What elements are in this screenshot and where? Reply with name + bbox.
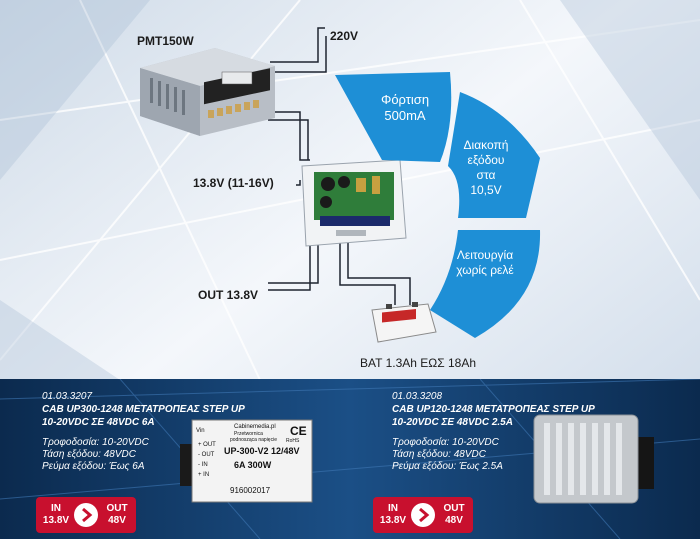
badge-in-value: 13.8V: [42, 515, 70, 526]
product-specs: Τροφοδοσία: 10-20VDC Τάση εξόδου: 48VDC …: [42, 437, 149, 473]
product-title-line: 10-20VDC ΣΕ 48VDC 2.5A: [392, 417, 513, 428]
device-sub2: podnosząca napięcie: [230, 437, 277, 443]
badge-in-label: IN: [388, 503, 398, 514]
feature-line: Διακοπή: [463, 138, 509, 152]
product-title-line: CAB UP300-1248 ΜΕΤΑΤΡΟΠΕΑΣ STEP UP: [42, 404, 245, 415]
device-brand: Cabinemedia.pl: [234, 424, 276, 430]
psu-device: [140, 48, 275, 136]
feature-label-cutoff: Διακοπή εξόδου στα 10,5V: [446, 138, 526, 198]
device-rating: 6A 300W: [234, 460, 272, 470]
input-voltage-label: 13.8V (11-16V): [193, 176, 274, 190]
arrow-right-icon: [82, 507, 93, 523]
battery-device: [371, 302, 437, 343]
pin-label: - OUT: [198, 452, 215, 458]
device-rohs: RoHS: [286, 438, 300, 444]
badge-in-value: 13.8V: [379, 515, 407, 526]
feature-line: 500mA: [384, 108, 426, 124]
badge-out-label: OUT: [443, 503, 465, 514]
in-out-badge: IN 13.8V OUT 48V: [36, 491, 136, 533]
device-vin: Vin: [196, 428, 205, 434]
product-title-line: CAB UP120-1248 ΜΕΤΑΤΡΟΠΕΑΣ STEP UP: [392, 404, 595, 415]
badge-in-label: IN: [51, 503, 61, 514]
badge-in: IN 13.8V: [38, 503, 74, 527]
in-out-badge: IN 13.8V OUT 48V: [373, 491, 473, 533]
device-ce-mark: CE: [290, 424, 307, 438]
product-panel: 01.03.3207 CAB UP300-1248 ΜΕΤΑΤΡΟΠΕΑΣ ST…: [0, 379, 700, 539]
badge-out: OUT 48V: [100, 503, 134, 527]
device-sub1: Przetwornica: [234, 431, 263, 437]
feature-line: Φόρτιση: [380, 92, 430, 107]
product-specs: Τροφοδοσία: 10-20VDC Τάση εξόδου: 48VDC …: [392, 437, 503, 473]
battery-label: BAT 1.3Ah ΕΩΣ 18Ah: [360, 356, 477, 370]
psu-name-label: PMT150W: [137, 34, 194, 48]
feature-line: χωρίς ρελέ: [456, 263, 514, 277]
feature-line: στα: [476, 168, 496, 182]
pin-label: + IN: [198, 472, 210, 478]
feature-line: εξόδου: [467, 153, 505, 167]
feature-arc: [335, 72, 541, 338]
spec-line: Ρεύμα εξόδου: Έως 6A: [42, 461, 145, 472]
spec-line: Τάση εξόδου: 48VDC: [42, 449, 136, 460]
badge-shape: [36, 497, 136, 533]
badge-out: OUT 48V: [437, 503, 471, 527]
feature-label-charging: Φόρτιση 500mA: [355, 92, 455, 125]
mains-label: 220V: [330, 29, 359, 43]
output-label: OUT 13.8V: [198, 288, 259, 302]
product-title-line: 10-20VDC ΣΕ 48VDC 6A: [42, 417, 155, 428]
arrow-right-icon: [419, 507, 430, 523]
product-title: CAB UP300-1248 ΜΕΤΑΤΡΟΠΕΑΣ STEP UP 10-20…: [42, 403, 245, 429]
feature-line: 10,5V: [470, 183, 502, 197]
spec-line: Τροφοδοσία: 10-20VDC: [392, 437, 499, 448]
badge-out-value: 48V: [108, 515, 126, 526]
converter-body: [180, 419, 313, 503]
device-serial: 916002017: [230, 486, 271, 495]
pin-label: - IN: [198, 462, 208, 468]
spec-line: Ρεύμα εξόδου: Έως 2.5A: [392, 461, 503, 472]
pcb-module: [301, 159, 407, 247]
product-title: CAB UP120-1248 ΜΕΤΑΤΡΟΠΕΑΣ STEP UP 10-20…: [392, 403, 595, 429]
converter-device-2: [533, 414, 654, 504]
pin-label: + OUT: [198, 442, 216, 448]
device-model: UP-300-V2 12/48V: [224, 446, 300, 456]
device-pins: + OUT - OUT - IN + IN: [198, 440, 216, 480]
feature-line: Λειτουργία: [456, 248, 514, 262]
badge-in: IN 13.8V: [375, 503, 411, 527]
badge-shape: [373, 497, 473, 533]
spec-line: Τροφοδοσία: 10-20VDC: [42, 437, 149, 448]
product-code: 01.03.3207: [42, 391, 93, 402]
wiring: [268, 27, 411, 305]
converter-device-1: Vin Cabinemedia.pl Przetwornica podnoszą…: [180, 416, 315, 504]
product-code: 01.03.3208: [392, 391, 443, 402]
feature-label-relayless: Λειτουργία χωρίς ρελέ: [440, 248, 530, 278]
badge-out-label: OUT: [106, 503, 128, 514]
spec-line: Τάση εξόδου: 48VDC: [392, 449, 486, 460]
badge-out-value: 48V: [445, 515, 463, 526]
